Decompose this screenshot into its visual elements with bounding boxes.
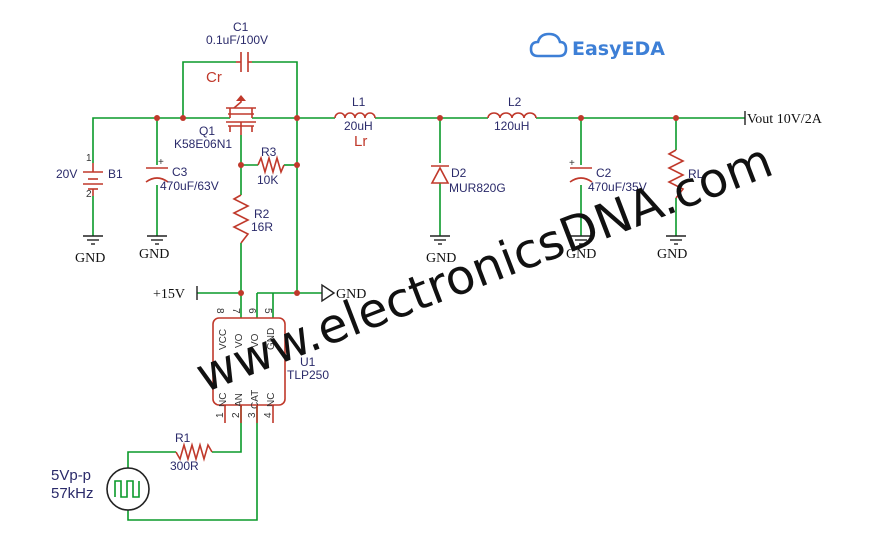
u1-pin-name: CAT bbox=[250, 390, 261, 409]
c1-ref: C1 bbox=[233, 20, 249, 34]
capacitor-c3[interactable]: + C3 470uF/63V bbox=[145, 157, 219, 193]
q1-ref: Q1 bbox=[199, 124, 215, 138]
wires bbox=[92, 61, 745, 521]
resistor-r3[interactable]: R3 10K bbox=[257, 145, 285, 187]
b1-pin-2: 2 bbox=[86, 189, 92, 200]
r3-value: 10K bbox=[257, 173, 278, 187]
vout-port: Vout 10V/2A bbox=[744, 111, 823, 127]
u1-pin-8: 8 bbox=[214, 308, 225, 314]
u1-pin-7: 7 bbox=[230, 308, 241, 314]
easyeda-logo: EasyEDA bbox=[529, 32, 665, 60]
inductor-l1[interactable]: L1 20uH Lr bbox=[334, 95, 376, 150]
brand-name: EasyEDA bbox=[572, 38, 665, 60]
gnd-arrow-symbol: GND bbox=[321, 283, 366, 303]
q1-value: K58E06N1 bbox=[174, 137, 232, 151]
c3-plus: + bbox=[158, 157, 164, 168]
u1-pin-name: VO bbox=[234, 333, 245, 348]
b1-pin-1: 1 bbox=[86, 153, 92, 164]
gnd-symbol: GND bbox=[75, 235, 105, 266]
rl-ref: RL bbox=[688, 167, 704, 181]
b1-ref: B1 bbox=[108, 167, 123, 181]
junctions bbox=[154, 115, 679, 296]
optocoupler-u1[interactable]: 8 7 6 5 VCC VO VO GND NC AN CAT NC 1 2 3… bbox=[212, 308, 329, 423]
r3-ref: R3 bbox=[261, 145, 277, 159]
c1-value: 0.1uF/100V bbox=[206, 33, 268, 47]
gnd-label: GND bbox=[139, 247, 169, 262]
u1-pin-5: 5 bbox=[262, 308, 273, 314]
inductor-l2[interactable]: L2 120uH bbox=[487, 95, 537, 133]
battery-b1[interactable]: 1 2 20V B1 bbox=[56, 153, 123, 200]
resistor-r1[interactable]: R1 300R bbox=[170, 431, 213, 473]
c3-value: 470uF/63V bbox=[160, 179, 219, 193]
source-amplitude: 5Vp-p bbox=[51, 467, 91, 484]
gnd-symbol: GND bbox=[657, 235, 687, 262]
u1-pin-1: 1 bbox=[215, 412, 226, 418]
r1-ref: R1 bbox=[175, 431, 191, 445]
u1-pin-6: 6 bbox=[246, 308, 257, 314]
gnd-label: GND bbox=[336, 287, 366, 302]
u1-pin-name: NC bbox=[218, 393, 229, 407]
u1-pin-4: 4 bbox=[263, 412, 274, 418]
capacitor-c1[interactable]: C1 0.1uF/100V Cr bbox=[206, 20, 268, 86]
gnd-label: GND bbox=[566, 247, 596, 262]
u1-pin-2: 2 bbox=[231, 412, 242, 418]
vcc-port: +15V bbox=[153, 286, 198, 302]
gnd-symbol: GND bbox=[566, 235, 596, 262]
d2-ref: D2 bbox=[451, 166, 467, 180]
l1-value: 20uH bbox=[344, 119, 373, 133]
cloud-icon bbox=[529, 32, 568, 58]
gnd-label: GND bbox=[426, 251, 456, 266]
gnd-symbol: GND bbox=[139, 235, 169, 262]
l2-ref: L2 bbox=[508, 95, 522, 109]
r2-value: 16R bbox=[251, 220, 273, 234]
c1-note: Cr bbox=[206, 69, 222, 86]
capacitor-c2[interactable]: + C2 470uF/35V bbox=[569, 158, 647, 194]
l2-value: 120uH bbox=[494, 119, 529, 133]
u1-pin-name: VCC bbox=[218, 329, 229, 350]
vcc-label: +15V bbox=[153, 287, 185, 302]
u1-ref: U1 bbox=[300, 355, 316, 369]
r1-value: 300R bbox=[170, 459, 199, 473]
vout-label: Vout 10V/2A bbox=[747, 112, 823, 127]
u1-pin-name: NC bbox=[266, 393, 277, 407]
gnd-label: GND bbox=[75, 251, 105, 266]
mosfet-q1[interactable]: Q1 K58E06N1 bbox=[174, 95, 256, 151]
resistor-r2[interactable]: R2 16R bbox=[232, 194, 273, 244]
c2-ref: C2 bbox=[596, 166, 612, 180]
gnd-symbol: GND bbox=[426, 235, 456, 266]
c2-value: 470uF/35V bbox=[588, 180, 647, 194]
gnd-label: GND bbox=[657, 247, 687, 262]
b1-value: 20V bbox=[56, 167, 77, 181]
source-frequency: 57kHz bbox=[51, 485, 94, 502]
diode-d2[interactable]: D2 MUR820G bbox=[430, 165, 506, 195]
c2-plus: + bbox=[569, 158, 575, 169]
d2-value: MUR820G bbox=[449, 181, 506, 195]
u1-pin-3: 3 bbox=[247, 412, 258, 418]
signal-source[interactable]: 5Vp-p 57kHz bbox=[51, 467, 150, 511]
ground-symbols: GND GND GND GND GND GND bbox=[75, 235, 687, 303]
c3-ref: C3 bbox=[172, 165, 188, 179]
u1-value: TLP250 bbox=[287, 368, 329, 382]
u1-pin-name: VO bbox=[250, 333, 261, 348]
l1-note: Lr bbox=[354, 133, 367, 150]
u1-pin-name: AN bbox=[234, 393, 245, 407]
l1-ref: L1 bbox=[352, 95, 366, 109]
r2-ref: R2 bbox=[254, 207, 270, 221]
resistor-rl[interactable]: RL bbox=[667, 149, 704, 199]
u1-pin-name: GND bbox=[266, 328, 277, 350]
